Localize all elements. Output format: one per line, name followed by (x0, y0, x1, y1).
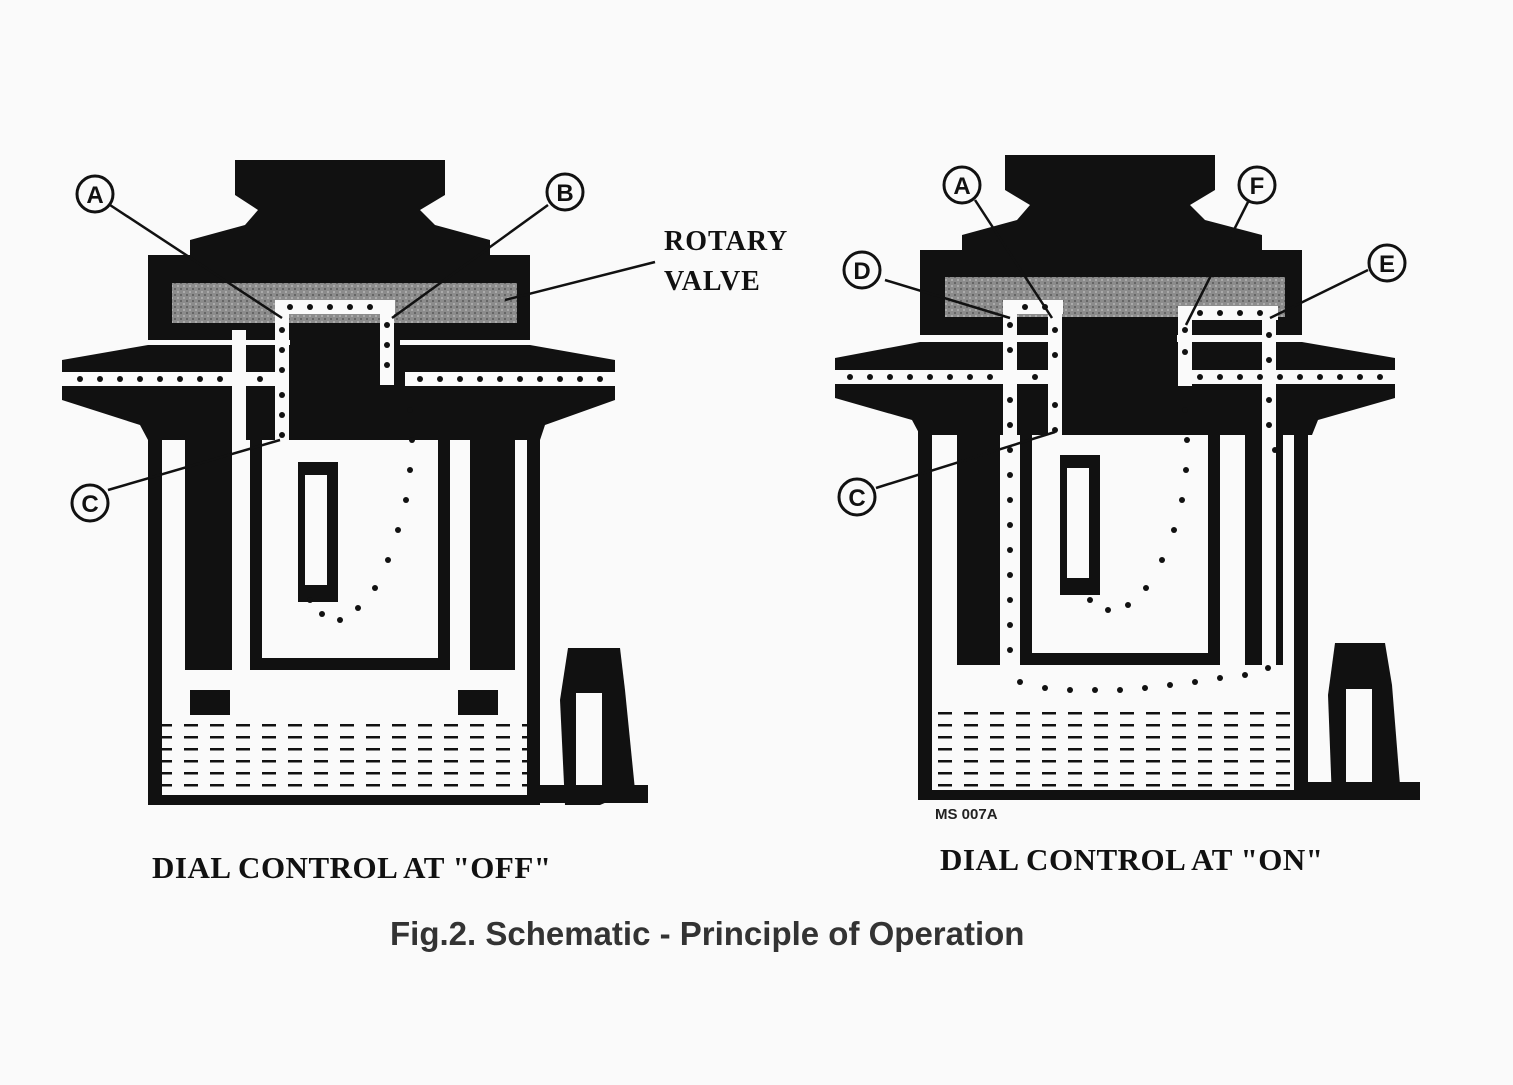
svg-text:C: C (848, 485, 865, 512)
fluid-reservoir (162, 715, 527, 795)
figure-title: Fig.2. Schematic - Principle of Operatio… (390, 915, 1025, 952)
callout-a-off: A (75, 174, 115, 214)
flow-left-channel-dots (1007, 304, 1058, 653)
rotary-valve-label-line2: VALVE (664, 266, 761, 297)
callout-f-on: F (1237, 165, 1277, 205)
flow-out-dots (417, 376, 603, 382)
flow-out-dots (1197, 374, 1383, 380)
caption-dial-off: DIAL CONTROL AT "OFF" (152, 850, 552, 885)
svg-text:F: F (1250, 173, 1265, 200)
panel-off-diagram: A B C (62, 160, 656, 805)
svg-text:C: C (81, 491, 98, 518)
svg-text:A: A (86, 182, 103, 209)
callout-a-on: A (942, 165, 982, 205)
caption-dial-on: DIAL CONTROL AT "ON" (940, 842, 1324, 877)
callout-c-off: C (70, 483, 110, 523)
svg-text:A: A (953, 173, 970, 200)
callout-c-on: C (837, 477, 877, 517)
svg-text:D: D (853, 258, 870, 285)
svg-text:B: B (556, 180, 573, 207)
flow-return-dots (307, 407, 415, 623)
callout-d-on: D (842, 250, 882, 290)
flow-valve-dots (279, 304, 390, 438)
fluid-reservoir (932, 710, 1294, 790)
callout-e-on: E (1367, 243, 1407, 283)
flow-in-dots (77, 376, 263, 382)
callout-b-off: B (545, 172, 585, 212)
flow-bottom-dots (1017, 665, 1271, 693)
flow-right-channel-dots (1182, 310, 1283, 653)
svg-text:E: E (1379, 251, 1395, 278)
figure-code: MS 007A (935, 806, 998, 823)
rotary-valve-label-line1: ROTARY (664, 226, 789, 257)
flow-in-dots (847, 374, 1038, 380)
flow-return-dots (1087, 407, 1190, 613)
panel-on-diagram: A F D E C (835, 155, 1420, 800)
